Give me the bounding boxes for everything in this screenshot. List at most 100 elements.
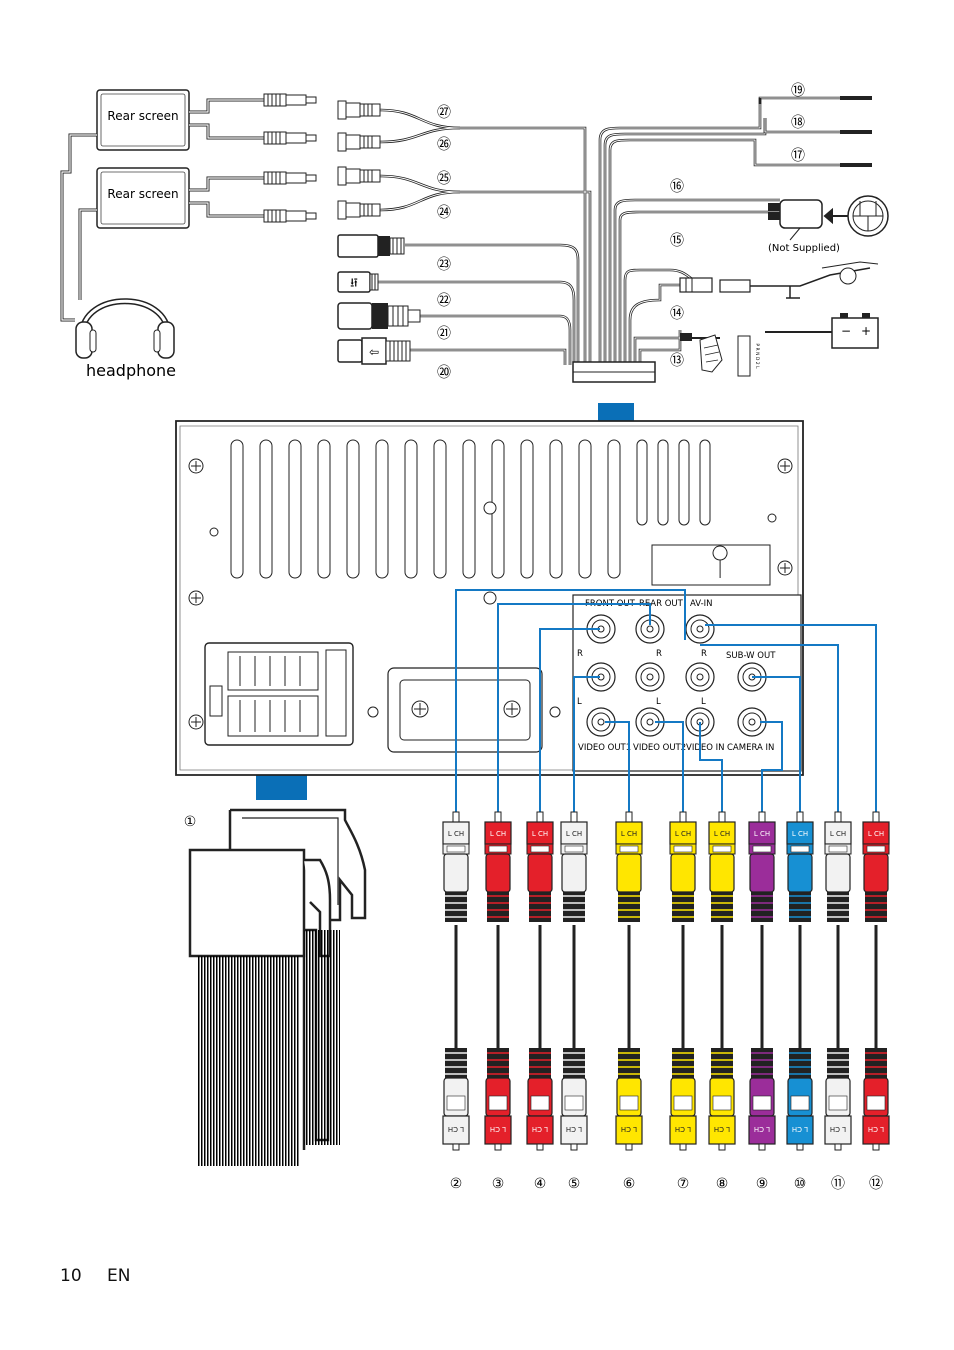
jack-connector xyxy=(337,302,421,330)
l-label-1: L xyxy=(577,697,582,707)
callout-16: ⑯ xyxy=(670,179,684,195)
rca-lch-label: L CH xyxy=(675,1125,691,1133)
callout-4: ④ xyxy=(534,1176,547,1192)
callout-26: ㉖ xyxy=(437,137,451,153)
rca-cable-6: L CH L CH xyxy=(615,811,643,1151)
callout-11: ⑪ xyxy=(831,1176,845,1192)
rear-screens-group: Rear screen Rear screen hea xyxy=(60,89,317,380)
video-out1-label: VIDEO OUT1 xyxy=(578,743,631,753)
callout-27: ㉗ xyxy=(437,105,451,121)
callout-17: ⑰ xyxy=(791,148,805,164)
rca-lch-label: L CH xyxy=(566,830,582,838)
not-supplied-label: (Not Supplied) xyxy=(768,243,840,254)
l-label-2: L xyxy=(656,697,661,707)
callout-10: ⑩ xyxy=(794,1176,807,1192)
rca-lch-label: L CH xyxy=(792,1125,808,1133)
rca-cable-10: L CH L CH xyxy=(786,811,814,1151)
callout-15: ⑮ xyxy=(670,233,684,249)
rca-lch-label: L CH xyxy=(448,1125,464,1133)
rca-lch-label: L CH xyxy=(868,830,884,838)
vent-slot xyxy=(549,439,563,579)
page-number: 10 xyxy=(60,1266,82,1286)
vent-slot xyxy=(259,439,273,579)
remote-sensor xyxy=(779,199,823,229)
arrow-icon: ⇦ xyxy=(369,345,379,359)
rca-lch-label: L CH xyxy=(830,1125,846,1133)
rca-cable-3: L CHL CH xyxy=(484,811,512,1151)
callout-24: ㉔ xyxy=(437,205,451,221)
rca-lch-label: L CH xyxy=(621,1125,637,1133)
iso-socket xyxy=(204,642,354,746)
aux-connector xyxy=(337,234,405,258)
sub-w-out-label: SUB-W OUT xyxy=(726,651,776,661)
rca-cable-12: L CH L CH xyxy=(862,811,890,1151)
rca-cable-7: L CH L CH xyxy=(669,811,697,1151)
rca-cable-9: L CHL CH xyxy=(748,811,776,1151)
battery-icon: − + xyxy=(831,313,879,349)
rca-lch-label: L CH xyxy=(490,830,506,838)
camera-in-label: CAMERA IN xyxy=(727,743,774,753)
rca-female-connectors xyxy=(337,100,381,220)
rca-lch-label: L CH xyxy=(448,830,464,838)
vent-slot xyxy=(578,439,592,579)
callout-21: ㉑ xyxy=(437,326,451,342)
parking-brake-icon xyxy=(699,334,723,373)
rear-screen-2-label: Rear screen xyxy=(107,187,178,201)
vent-slot xyxy=(288,439,302,579)
callout-9: ⑨ xyxy=(756,1176,769,1192)
rca-lch-label: L CH xyxy=(675,830,691,838)
video-out2-label: VIDEO OUT2 xyxy=(633,743,686,753)
rca-lch-label: L CH xyxy=(621,830,637,838)
vent-slot xyxy=(230,439,244,579)
arrow-left-icon xyxy=(823,207,848,225)
vent-slot xyxy=(375,439,389,579)
vent-slot xyxy=(657,439,669,526)
callout-14: ⑭ xyxy=(670,306,684,322)
input-connector: ⇦ xyxy=(337,337,411,365)
rca-lch-label: L CH xyxy=(792,830,808,838)
battery-minus: − xyxy=(841,324,851,338)
rca-cable-5: L CH L CH xyxy=(560,811,588,1151)
usb-icon: ⭿ xyxy=(350,276,358,290)
callout-6: ⑥ xyxy=(623,1176,636,1192)
callout-22: ㉒ xyxy=(437,293,451,309)
rca-cable-2: L CH L CH xyxy=(442,811,470,1151)
callout-5: ⑤ xyxy=(568,1176,581,1192)
vent-slot xyxy=(520,439,534,579)
callout-8: ⑧ xyxy=(716,1176,729,1192)
rca-lch-label: L CH xyxy=(566,1125,582,1133)
rca-cables: L CH L CH L CH L CH L CH L CH L CH L CH L CH L CH… xyxy=(442,811,890,1151)
vent-slot xyxy=(317,439,331,579)
vent-slot xyxy=(462,439,476,579)
rear-out-label: REAR OUT xyxy=(639,599,684,609)
usb-connector: ⭿ xyxy=(337,271,379,293)
callout-13: ⑬ xyxy=(670,353,684,369)
rca-cable-8: L CHL CH xyxy=(708,811,736,1151)
steering-wheel-icon xyxy=(847,195,889,237)
callout-12: ⑫ xyxy=(869,1176,883,1192)
gear-indicator xyxy=(737,335,751,377)
rear-screen-rca-plugs xyxy=(263,93,317,223)
vent-slot xyxy=(404,439,418,579)
video-in-label: VIDEO IN xyxy=(686,743,725,753)
rear-screen-1-label: Rear screen xyxy=(107,109,178,123)
callout-19: ⑲ xyxy=(791,83,805,99)
callout-7: ⑦ xyxy=(677,1176,690,1192)
antenna-connector xyxy=(679,261,879,299)
l-label-3: L xyxy=(701,697,706,707)
head-unit-rear-panel: FRONT OUT REAR OUT AV-IN SUB-W OUT VIDEO… xyxy=(175,420,804,776)
vent-slot xyxy=(433,439,447,579)
rca-lch-label: L CH xyxy=(532,830,548,838)
rca-lch-label: L CH xyxy=(868,1125,884,1133)
rear-screen-2 xyxy=(96,167,190,229)
right-devices: (Not Supplied) − + P R N D 2 L ⑲ xyxy=(670,83,889,377)
r-label-2: R xyxy=(656,649,662,659)
rca-lch-label: L CH xyxy=(754,830,770,838)
callout-3: ③ xyxy=(492,1176,505,1192)
vent-slot xyxy=(607,439,621,579)
rca-cable-4: L CHL CH xyxy=(526,811,554,1151)
page-footer: 10 EN xyxy=(60,1266,151,1286)
rear-screen-1 xyxy=(96,89,190,151)
rca-cable-11: L CHL CH xyxy=(824,811,852,1151)
